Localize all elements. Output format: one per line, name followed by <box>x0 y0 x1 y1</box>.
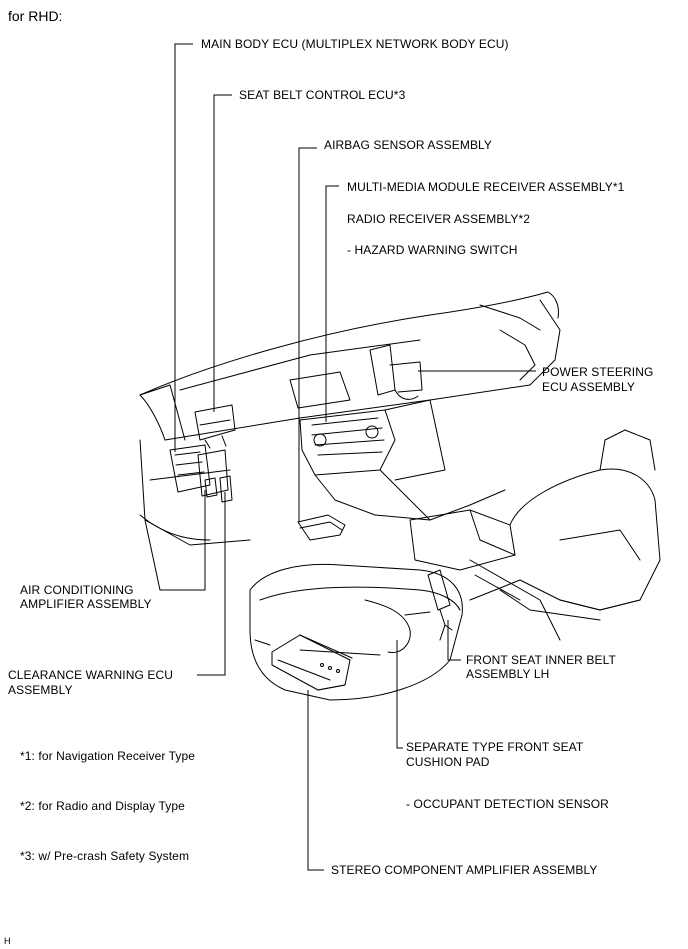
leader-stereo-amplifier <box>307 690 324 871</box>
label-radio-receiver: RADIO RECEIVER ASSEMBLY*2 <box>347 212 531 226</box>
leader-separate-cushion <box>396 640 403 749</box>
seat-belt-buckle-shape <box>427 569 451 611</box>
leader-clearance-warning <box>197 492 226 676</box>
label-air-conditioning-line2: AMPLIFIER ASSEMBLY <box>20 597 152 611</box>
label-front-seat-belt-line1: FRONT SEAT INNER BELT <box>466 653 616 667</box>
label-clearance-warning-line2: ASSEMBLY <box>8 683 73 697</box>
label-stereo-amplifier: STEREO COMPONENT AMPLIFIER ASSEMBLY <box>331 863 598 877</box>
leader-main-body-ecu <box>174 43 193 452</box>
air-conditioning-amplifier-shape <box>197 449 229 497</box>
dashboard-outline <box>139 291 559 396</box>
diagram-title: for RHD: <box>8 8 63 24</box>
label-separate-cushion-line2: CUSHION PAD <box>406 755 490 769</box>
figure-code: H <box>4 936 11 946</box>
label-multimedia-receiver: MULTI-MEDIA MODULE RECEIVER ASSEMBLY*1 <box>347 180 625 194</box>
center-console <box>289 371 351 409</box>
label-main-body-ecu: MAIN BODY ECU (MULTIPLEX NETWORK BODY EC… <box>201 37 509 51</box>
label-power-steering-line1: POWER STEERING <box>542 365 654 379</box>
leader-multimedia-receiver <box>325 185 339 422</box>
label-air-conditioning-line1: AIR CONDITIONING <box>20 583 134 597</box>
label-hazard-switch: - HAZARD WARNING SWITCH <box>347 243 518 257</box>
label-separate-cushion-line1: SEPARATE TYPE FRONT SEAT <box>406 740 584 754</box>
main-body-ecu-shape <box>169 444 211 493</box>
leader-front-seat-belt <box>447 620 461 661</box>
label-power-steering-line2: ECU ASSEMBLY <box>542 380 636 394</box>
label-airbag-sensor: AIRBAG SENSOR ASSEMBLY <box>324 138 493 152</box>
note-2: *2: for Radio and Display Type <box>20 799 185 813</box>
note-1: *1: for Navigation Receiver Type <box>20 749 196 763</box>
note-3: *3: w/ Pre-crash Safety System <box>20 849 190 863</box>
seat-belt-control-ecu-shape <box>194 404 236 441</box>
leader-airbag-sensor <box>298 147 317 522</box>
steering-column <box>369 344 396 396</box>
label-seat-belt-control-ecu: SEAT BELT CONTROL ECU*3 <box>239 88 406 102</box>
label-occupant-sensor: - OCCUPANT DETECTION SENSOR <box>406 797 609 811</box>
leader-seat-belt-control-ecu <box>213 94 232 412</box>
leader-air-conditioning <box>160 490 206 591</box>
label-clearance-warning-line1: CLEARANCE WARNING ECU <box>8 668 174 682</box>
label-front-seat-belt-line2: ASSEMBLY LH <box>466 667 550 681</box>
